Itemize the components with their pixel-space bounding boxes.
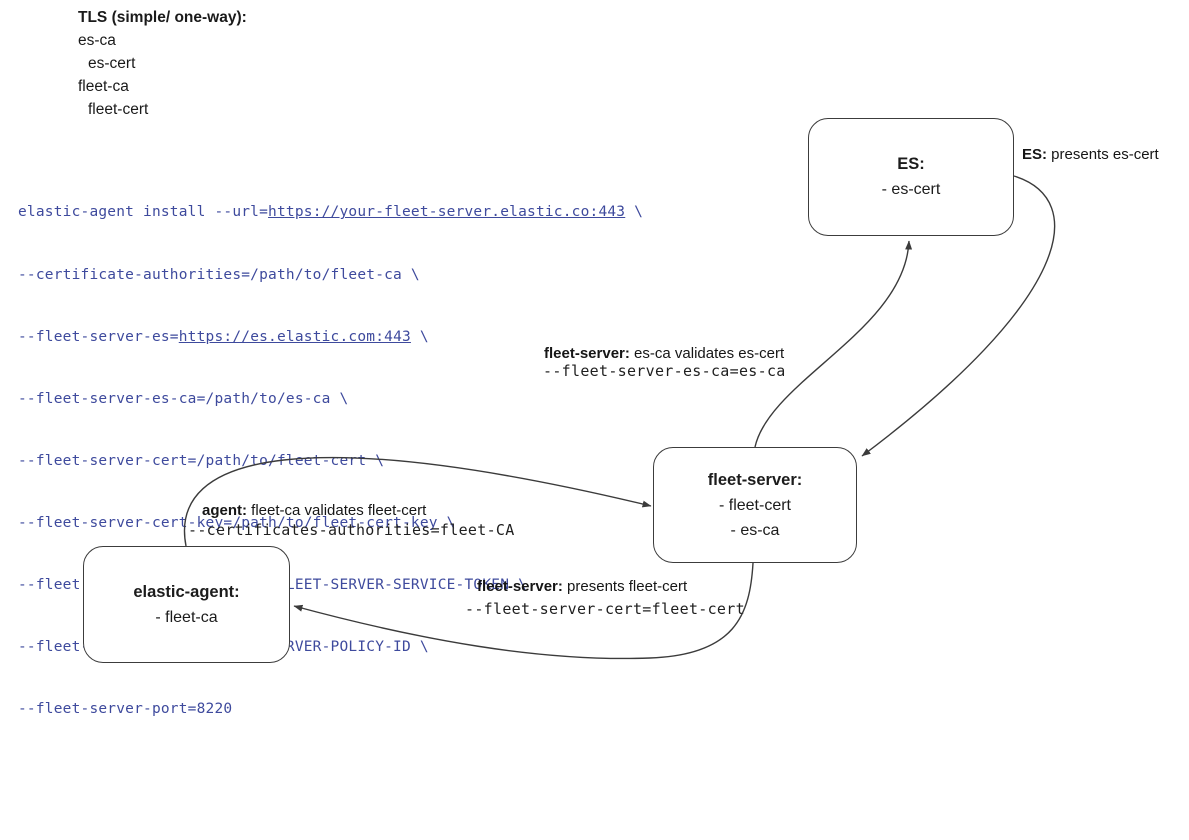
node-es-item: - es-cert bbox=[881, 181, 941, 198]
legend-item-es-cert: es-cert bbox=[88, 55, 136, 72]
label-agent-validates-fleet-cert: agent: fleet-ca validates fleet-cert bbox=[202, 502, 427, 519]
command-line-2: --certificate-authorities=/path/to/fleet… bbox=[18, 266, 420, 283]
command-line-3: --fleet-server-es=https://es.elastic.com… bbox=[18, 328, 429, 345]
node-fleet-server-item: - fleet-cert bbox=[718, 496, 791, 514]
legend-item-fleet-cert: fleet-cert bbox=[88, 101, 149, 118]
legend-title: TLS (simple/ one-way): bbox=[78, 9, 247, 26]
node-fleet-server: fleet-server: - fleet-cert - es-ca bbox=[653, 447, 857, 563]
node-es: ES: - es-cert bbox=[808, 118, 1014, 236]
command-line-6: --fleet-server-cert-key=/path/to/fleet-c… bbox=[18, 514, 456, 531]
label-certificates-authorities-flag: --certificates-authorities=fleet-CA bbox=[188, 521, 515, 539]
fleet-server-url-link[interactable]: https://your-fleet-server.elastic.co:443 bbox=[268, 204, 626, 221]
node-fleet-server-item: - es-ca bbox=[730, 521, 780, 539]
node-es-title: ES: bbox=[897, 155, 925, 173]
legend-item-fleet-ca: fleet-ca bbox=[78, 78, 129, 95]
label-es-presents-es-cert: ES: presents es-cert bbox=[1022, 146, 1159, 163]
es-url-link[interactable]: https://es.elastic.com:443 bbox=[178, 328, 411, 345]
edge-agent-to-fleetserver bbox=[183, 456, 652, 547]
node-elastic-agent-title: elastic-agent: bbox=[133, 582, 240, 601]
node-elastic-agent-item: - fleet-ca bbox=[155, 608, 218, 626]
label-fleet-server-cert-flag: --fleet-server-cert=fleet-cert bbox=[465, 600, 745, 618]
command-line-5: --fleet-server-cert=/path/to/fleet-cert … bbox=[18, 452, 385, 469]
label-fleet-server-es-ca-flag: --fleet-server-es-ca=es-ca bbox=[543, 362, 786, 380]
node-fleet-server-title: fleet-server: bbox=[707, 470, 803, 489]
command-line-4: --fleet-server-es-ca=/path/to/es-ca \ bbox=[18, 390, 349, 407]
edge-fleetserver-to-agent bbox=[293, 562, 754, 660]
edge-fleetserver-to-es bbox=[754, 240, 913, 448]
label-fleet-server-validates-es-cert: fleet-server: es-ca validates es-cert bbox=[544, 345, 785, 362]
tls-legend: TLS (simple/ one-way): es-ca es-cert fle… bbox=[78, 6, 247, 121]
command-line-1: elastic-agent install --url=https://your… bbox=[18, 204, 644, 221]
edge-es-to-fleetserver bbox=[861, 175, 1056, 457]
install-command-block: elastic-agent install --url=https://your… bbox=[18, 161, 643, 761]
node-elastic-agent: elastic-agent: - fleet-ca bbox=[83, 546, 290, 663]
command-line-9: --fleet-server-port=8220 bbox=[18, 701, 233, 718]
legend-item-es-ca: es-ca bbox=[78, 32, 116, 49]
label-fleet-server-presents-fleet-cert: fleet-server: presents fleet-cert bbox=[477, 578, 688, 595]
